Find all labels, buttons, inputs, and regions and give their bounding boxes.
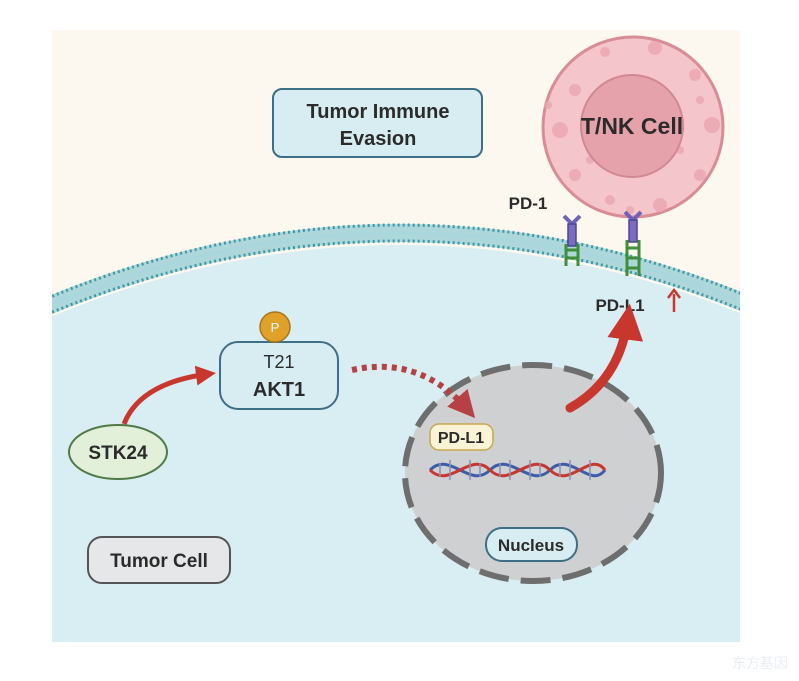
nucleus-label-box: Nucleus [485,527,578,562]
pd1-label: PD-1 [509,194,548,213]
tumor-cell-box: Tumor Cell [87,536,231,584]
nucleus [402,362,664,584]
export-arrow-icon [565,303,644,413]
pd1-receptor-icon [562,214,582,226]
tumor-immune-evasion-box: Tumor Immune Evasion [272,88,483,158]
pd1-receptor-icon [623,210,643,222]
up-arrow-icon [667,287,681,312]
stk24-label: STK24 [88,443,148,464]
pdl1-gene-tag: PD-L1 [429,423,494,451]
phosphate-circle-icon: P [259,311,291,343]
membrane-bilayer-icon [52,223,740,315]
watermark: 东方基因 [732,655,788,671]
akt1-box: T21 AKT1 [219,341,339,410]
tnk-cell: T/NK Cell [541,35,725,219]
activation-arrow-icon [121,365,216,425]
pd1-stalk [567,223,577,247]
evasion-label-line1: Tumor Immune [307,101,450,123]
tumor-cell-label: Tumor Cell [110,551,208,572]
pd1-stalk [628,219,638,243]
pdl1-membrane-label: PD-L1 [595,296,644,315]
dna-helix-icon [428,460,607,480]
phospho-label: P [271,320,280,335]
t21-label: T21 [263,352,294,372]
dotted-arrow-icon [351,363,476,419]
nucleus-label: Nucleus [498,536,564,555]
stk24-node: STK24 [68,424,168,480]
evasion-label-line2: Evasion [340,128,417,150]
akt1-label: AKT1 [253,379,305,401]
pdl1-gene-label: PD-L1 [438,430,484,447]
pdl1-ligand-icon [564,244,580,266]
receptor-pair-right [623,210,643,276]
receptor-pair-left [562,214,582,266]
pdl1-ligand-icon [625,240,641,276]
tnk-cell-label: T/NK Cell [581,113,683,139]
